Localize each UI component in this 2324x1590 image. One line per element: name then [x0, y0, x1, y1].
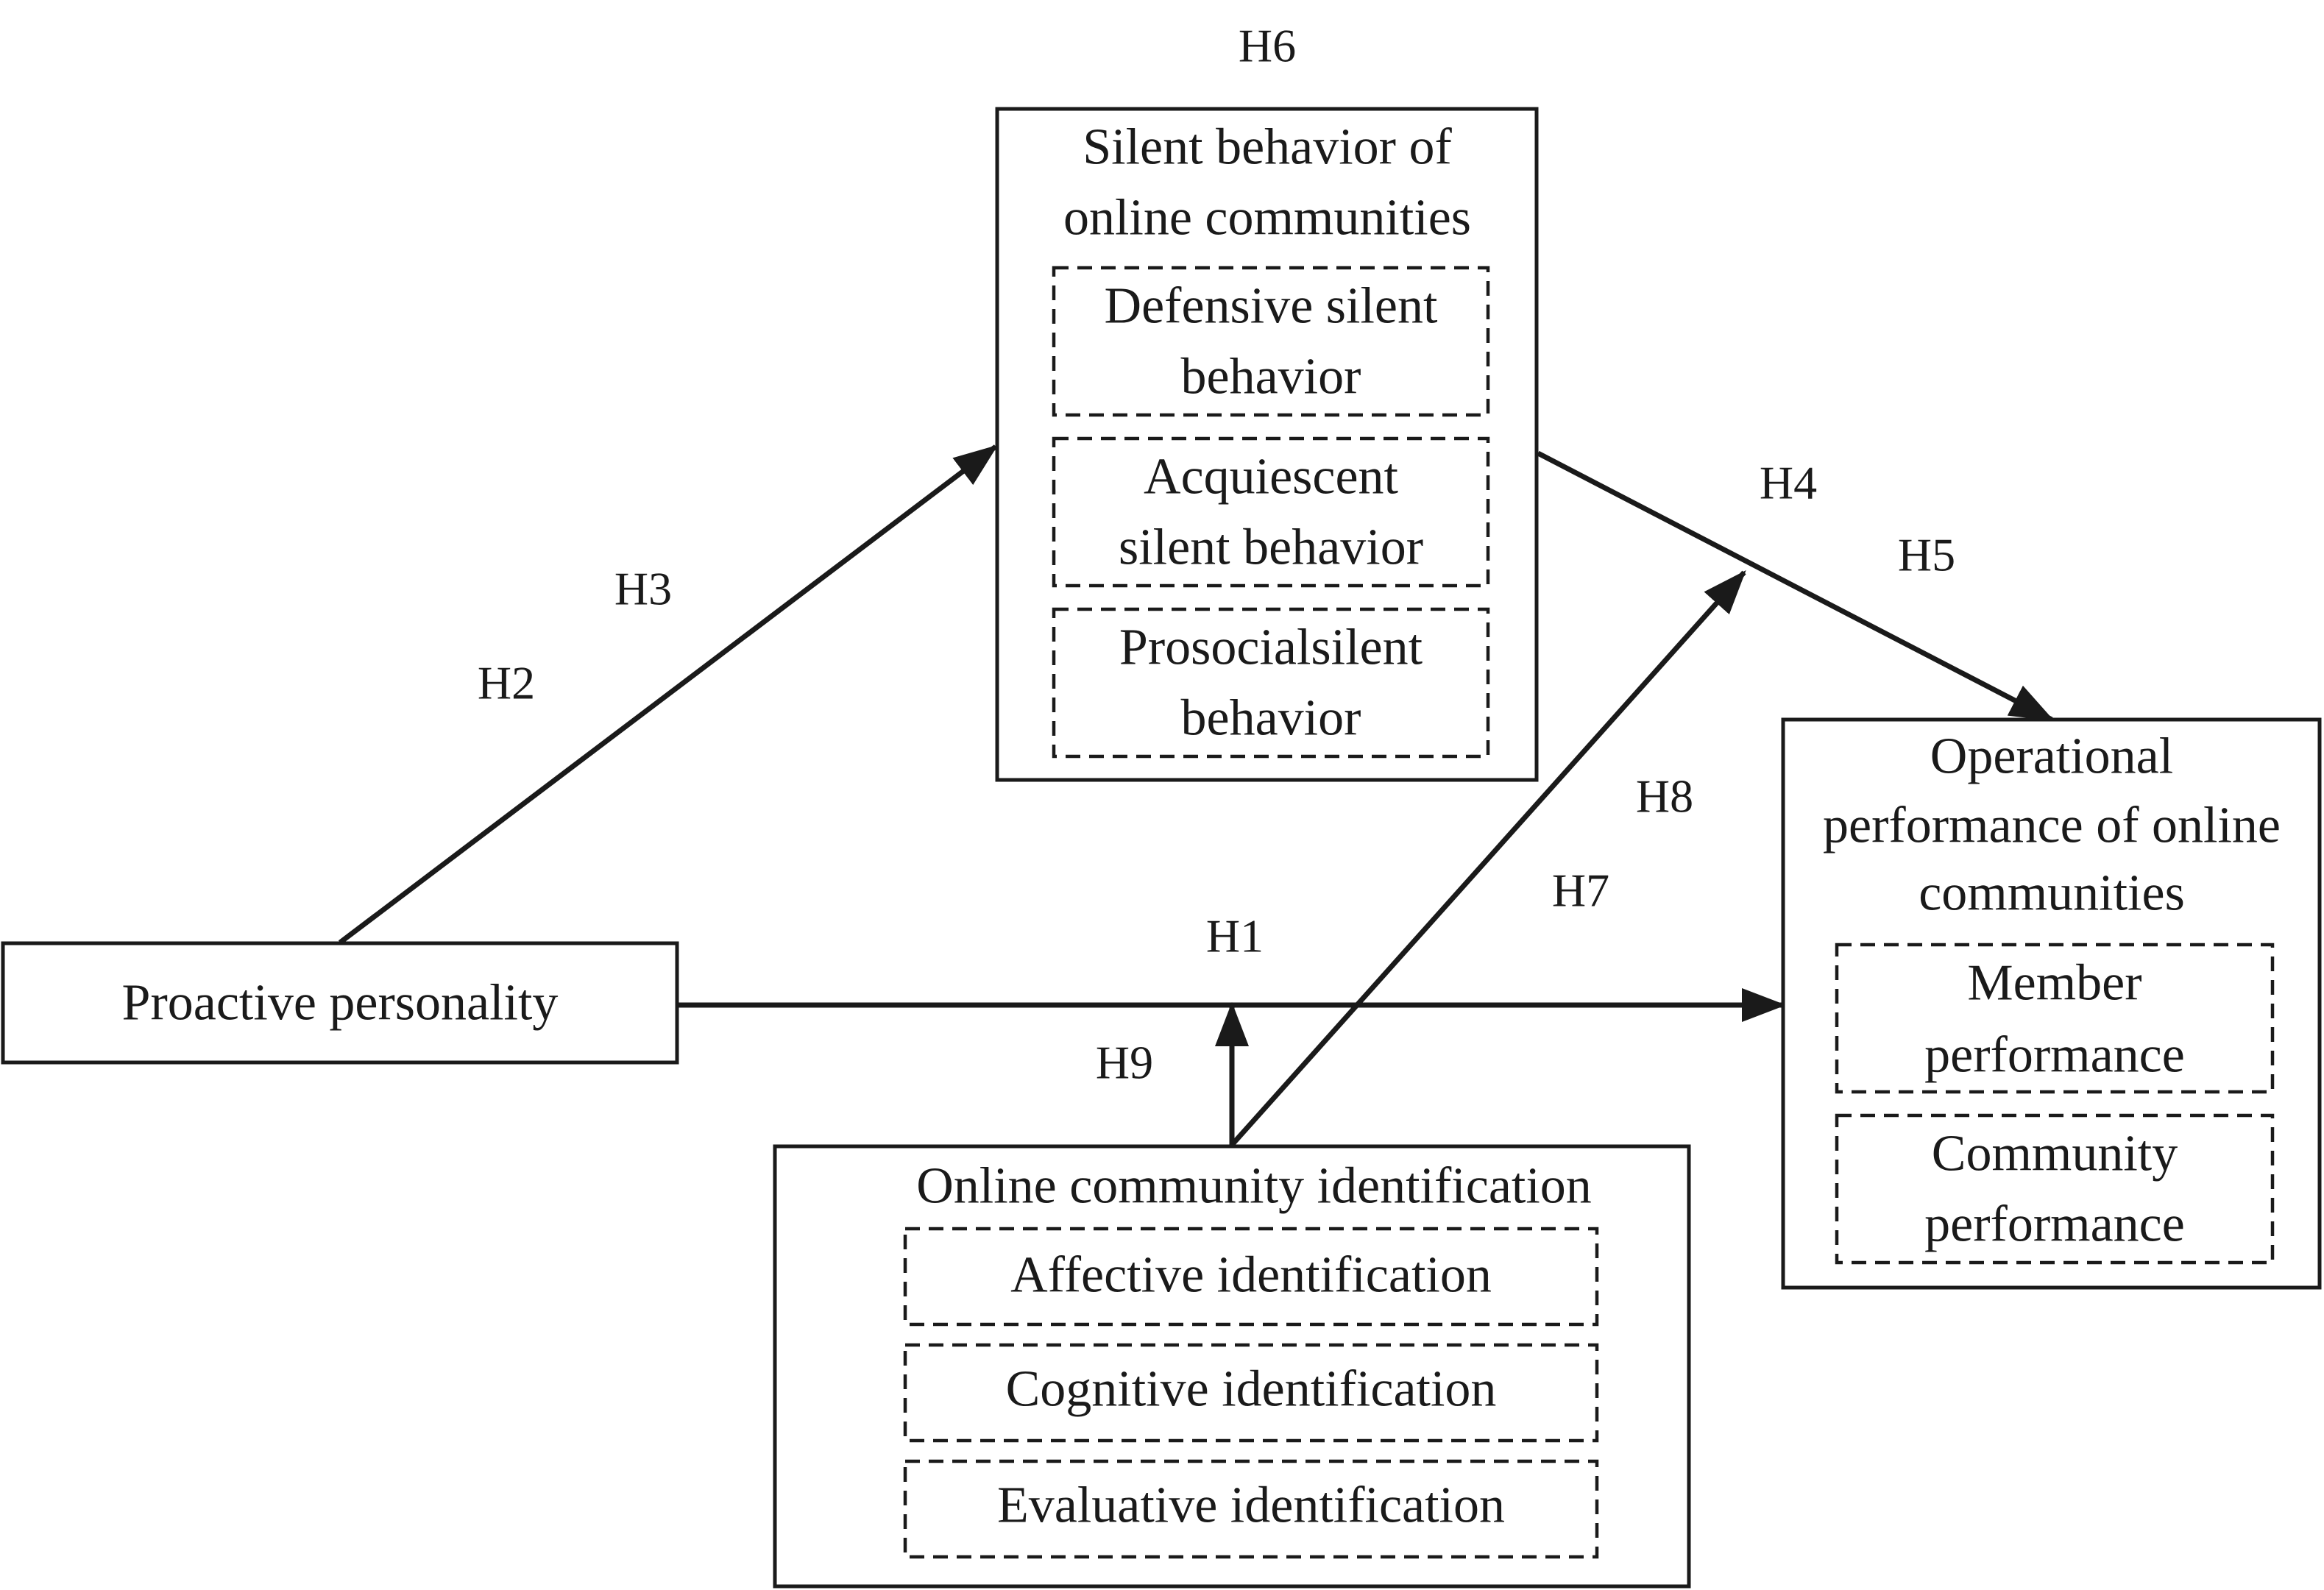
identification-item-affective: Affective identification: [903, 1227, 1599, 1327]
hypothesis-label-h2: H2: [478, 657, 535, 709]
node-online-community-identification: Online community identification Affectiv…: [773, 1144, 1691, 1589]
hypothesis-label-h8: H8: [1636, 770, 1693, 823]
operational-title-line1: Operational: [1930, 728, 2173, 785]
silent-behavior-title-line1: Silent behavior of: [1083, 119, 1452, 176]
operational-title-line2: performance of online: [1823, 798, 2281, 854]
silent-item-defensive-line2: behavior: [1181, 349, 1361, 405]
identification-item-cognitive: Cognitive identification: [903, 1343, 1599, 1443]
operational-item-member-line1: Member: [1967, 955, 2141, 1012]
silent-item-acquiescent-line2: silent behavior: [1119, 519, 1423, 576]
operational-item-community-line1: Community: [1932, 1126, 2178, 1182]
operational-item-member-line2: performance: [1924, 1027, 2185, 1084]
identification-item-affective-label: Affective identification: [1010, 1247, 1492, 1304]
node-operational-performance: Operational performance of online commun…: [1781, 717, 2322, 1290]
hypothesis-label-h3: H3: [614, 563, 672, 615]
hypothesis-label-h6: H6: [1239, 20, 1296, 72]
identification-item-evaluative-label: Evaluative identification: [997, 1477, 1505, 1534]
operational-item-member: Member performance: [1835, 943, 2275, 1094]
node-silent-behavior: Silent behavior of online communities De…: [995, 107, 1539, 782]
edge-h7-h8-identification-moderates-silent-path: [1230, 570, 1746, 1147]
hypothesis-label-h5: H5: [1898, 529, 1955, 581]
operational-title-line3: communities: [1919, 865, 2185, 922]
hypothesis-label-h1: H1: [1206, 910, 1264, 962]
proactive-personality-label: Proactive personality: [122, 975, 559, 1032]
silent-item-defensive: Defensive silent behavior: [1052, 266, 1490, 417]
silent-item-prosocial: Prosocialsilent behavior: [1052, 607, 1490, 759]
node-proactive-personality: Proactive personality: [1, 941, 679, 1065]
operational-item-community: Community performance: [1835, 1113, 2275, 1265]
silent-item-defensive-line1: Defensive silent: [1105, 278, 1438, 335]
identification-item-evaluative: Evaluative identification: [903, 1459, 1599, 1559]
edge-h4-h5-silent-to-operational: [1537, 450, 2055, 723]
silent-behavior-title-line2: online communities: [1063, 190, 1471, 246]
silent-item-prosocial-line2: behavior: [1181, 690, 1361, 747]
edge-h2-h3-proactive-to-silent: [338, 444, 999, 945]
silent-item-acquiescent: Acquiescent silent behavior: [1052, 436, 1490, 588]
hypothesis-label-h4: H4: [1760, 457, 1817, 509]
silent-item-acquiescent-line1: Acquiescent: [1144, 449, 1399, 505]
operational-item-community-line2: performance: [1924, 1196, 2185, 1253]
hypothesis-label-h9: H9: [1096, 1037, 1153, 1089]
identification-item-cognitive-label: Cognitive identification: [1006, 1361, 1497, 1418]
identification-title: Online community identification: [916, 1158, 1592, 1215]
hypothesis-label-h7: H7: [1552, 865, 1609, 917]
silent-item-prosocial-line1: Prosocialsilent: [1119, 620, 1423, 676]
